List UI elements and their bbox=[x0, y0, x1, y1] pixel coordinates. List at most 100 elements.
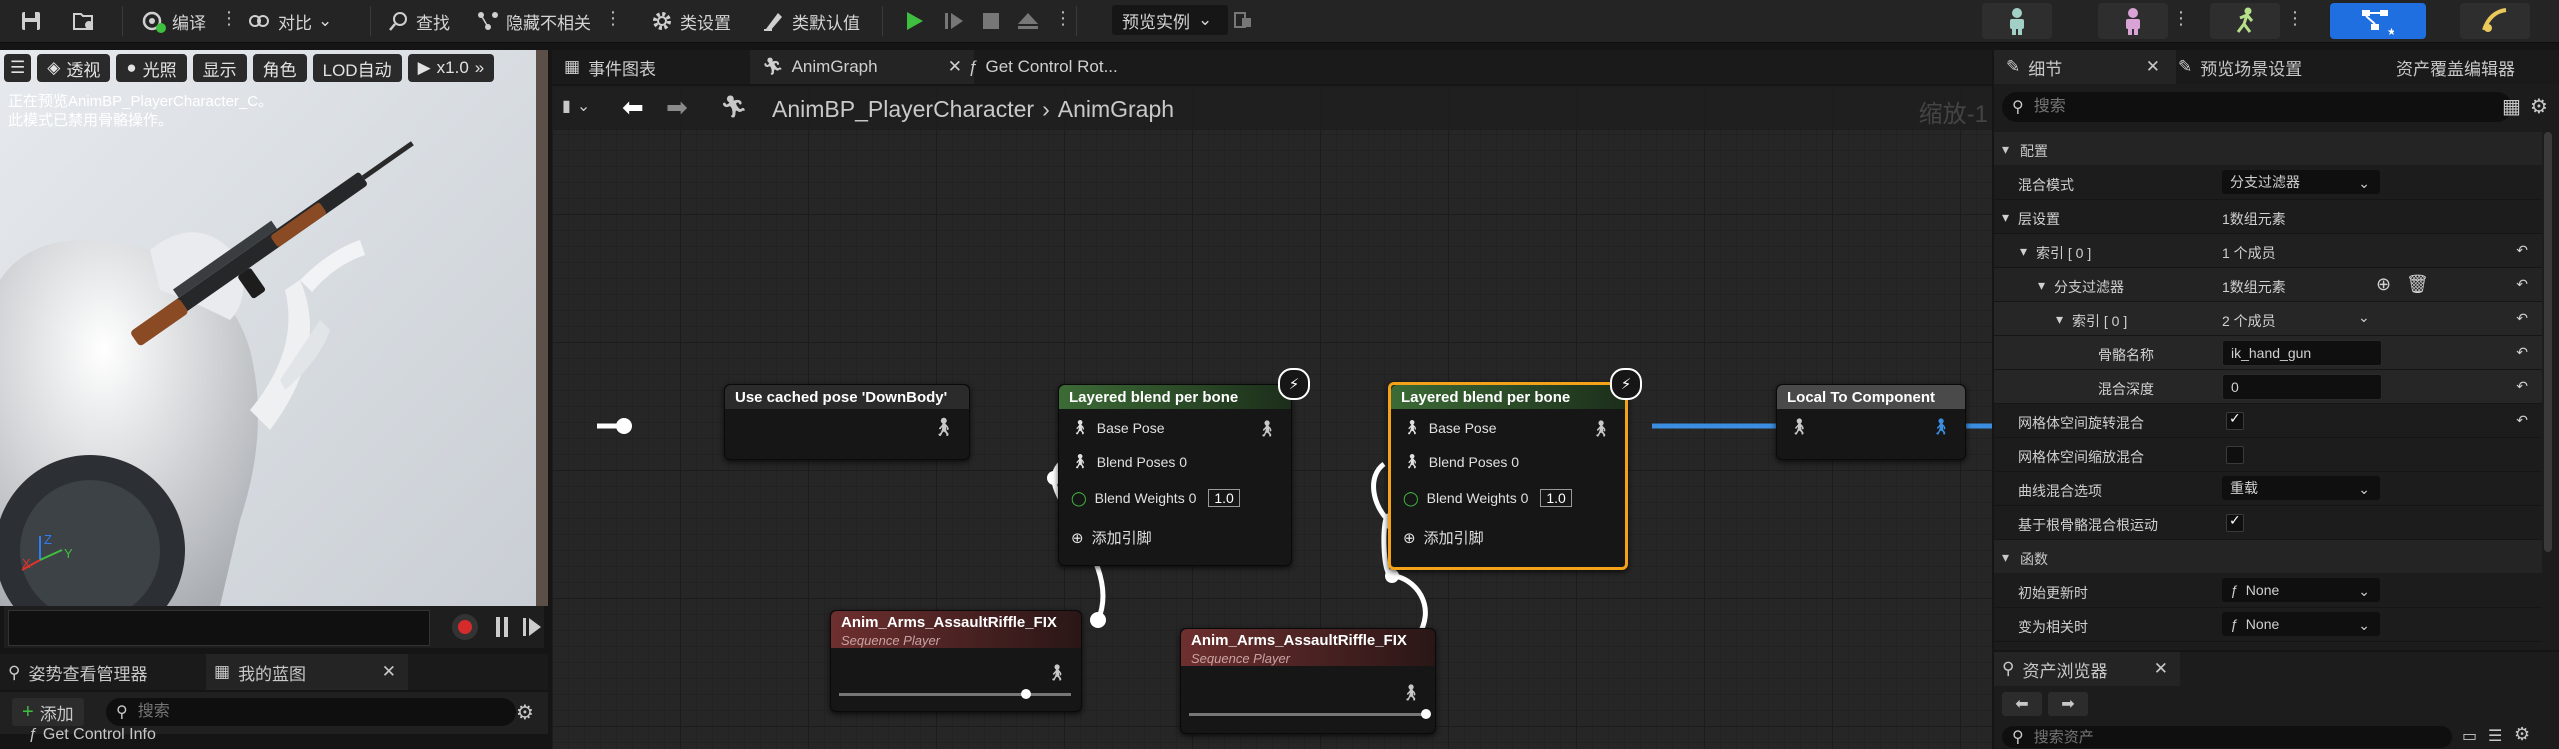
class-settings-button[interactable]: 类设置 bbox=[644, 4, 737, 38]
blueprint-mode-button[interactable]: ★ bbox=[2330, 3, 2426, 39]
step-forward-button[interactable] bbox=[522, 616, 542, 643]
asset-search-field[interactable] bbox=[2031, 727, 2336, 747]
row-layer-setup[interactable]: ▾ 层设置 1数组元素 bbox=[1994, 200, 2542, 234]
breadcrumb-blueprint[interactable]: AnimBP_PlayerCharacter bbox=[772, 96, 1035, 122]
pause-button[interactable] bbox=[494, 616, 510, 643]
find-button[interactable]: 查找 bbox=[382, 4, 456, 38]
filter-icon[interactable]: ☰ bbox=[2488, 728, 2503, 745]
close-icon[interactable]: ✕ bbox=[947, 57, 962, 76]
reset-icon[interactable]: ↶ bbox=[2516, 276, 2528, 292]
blend-poses-pin[interactable]: 🚶︎Blend Poses 0 bbox=[1071, 453, 1187, 470]
close-icon[interactable]: ✕ bbox=[2153, 659, 2168, 678]
tab-get-control-rot[interactable]: ƒ Get Control Rot... bbox=[956, 50, 1130, 84]
folder-icon[interactable]: ▭ bbox=[2462, 728, 2478, 745]
hide-unrelated-button[interactable]: 隐藏不相关 bbox=[470, 4, 597, 38]
output-pose-pin-icon[interactable]: 🚶︎ bbox=[1590, 421, 1611, 438]
row-index-0[interactable]: ▾ 索引 [ 0 ] 1 个成员 ↶ bbox=[1994, 234, 2542, 268]
viewport-menu-button[interactable]: ☰ bbox=[4, 54, 32, 82]
timeline-scrubber[interactable] bbox=[8, 610, 430, 646]
function-list-item[interactable]: ƒ Get Control Info bbox=[28, 728, 156, 742]
lod-button[interactable]: LOD自动 bbox=[312, 54, 402, 82]
debug-filter-button[interactable] bbox=[1226, 4, 1260, 38]
pose-pin-icon[interactable]: 🚶︎ bbox=[932, 417, 955, 437]
blend-mode-dropdown[interactable]: 分支过滤器⌄ bbox=[2222, 170, 2380, 194]
playback-speed-button[interactable]: ▶x1.0» bbox=[407, 54, 495, 82]
tab-pose-watch[interactable]: ⚲ 姿势查看管理器 bbox=[8, 660, 147, 685]
add-button[interactable]: + 添加 bbox=[12, 698, 84, 726]
gear-icon[interactable]: ⚙ bbox=[2530, 96, 2548, 118]
class-defaults-button[interactable]: 类默认值 bbox=[756, 4, 866, 38]
save-button[interactable] bbox=[14, 4, 48, 38]
reset-icon[interactable]: ↶ bbox=[2516, 412, 2528, 428]
show-button[interactable]: 显示 bbox=[192, 54, 247, 82]
blend-depth-input[interactable]: 0 bbox=[2222, 374, 2382, 400]
close-icon[interactable]: ✕ bbox=[2145, 57, 2160, 76]
mesh-scale-checkbox[interactable] bbox=[2226, 446, 2244, 464]
add-element-icon[interactable]: ⊕ bbox=[2376, 274, 2392, 294]
output-pose-pin-icon[interactable]: 🚶︎ bbox=[1256, 421, 1277, 438]
forward-button[interactable]: ➡ bbox=[2048, 692, 2088, 716]
browse-button[interactable] bbox=[66, 4, 102, 38]
tab-anim-graph[interactable]: 🏃︎ AnimGraph ✕ bbox=[750, 50, 974, 84]
root-motion-checkbox[interactable]: ✓ bbox=[2226, 512, 2244, 532]
cached-pose-node[interactable]: Use cached pose 'DownBody' 🚶︎ bbox=[724, 384, 970, 460]
tab-my-blueprint[interactable]: ▦ 我的蓝图 ✕ bbox=[206, 654, 408, 690]
close-icon[interactable]: ✕ bbox=[381, 662, 396, 681]
chevron-down-icon[interactable]: ⌄ bbox=[2358, 309, 2370, 325]
base-pose-pin[interactable]: 🚶︎Base Pose bbox=[1403, 419, 1497, 436]
diff-button[interactable]: 对比 ⌄ bbox=[242, 4, 338, 38]
blend-weight-value[interactable]: 1.0 bbox=[1540, 489, 1572, 507]
layered-blend-node-2[interactable]: Layered blend per bone 🚶︎Base Pose 🚶︎ 🚶︎… bbox=[1388, 382, 1628, 570]
blueprint-search-field[interactable] bbox=[135, 702, 440, 722]
row-index-0b[interactable]: ▾ 索引 [ 0 ] 2 个成员 ⌄ ↶ bbox=[1994, 302, 2542, 336]
record-button[interactable] bbox=[452, 614, 478, 640]
component-pose-pin-icon[interactable]: 🚶︎ bbox=[1930, 419, 1951, 436]
category-functions[interactable]: ▾ 函数 bbox=[1994, 540, 2542, 573]
row-branch-filters[interactable]: ▾ 分支过滤器 1数组元素 ⊕ 🗑︎ ↶ bbox=[1994, 268, 2542, 302]
gear-icon[interactable]: ⚙ bbox=[516, 702, 534, 724]
forward-arrow-icon[interactable]: ➡ bbox=[666, 92, 688, 122]
table-view-icon[interactable]: ▦ bbox=[2502, 96, 2521, 118]
step-frame-button[interactable] bbox=[936, 4, 972, 38]
base-pose-pin[interactable]: 🚶︎Base Pose bbox=[1071, 419, 1165, 436]
reset-icon[interactable]: ↶ bbox=[2516, 378, 2528, 394]
sequence-player-node-1[interactable]: Anim_Arms_AssaultRiffle_FIX Sequence Pla… bbox=[830, 610, 1082, 712]
blueprint-search-input[interactable]: ⚲ bbox=[106, 698, 516, 726]
preview-instance-dropdown[interactable]: 预览实例 ⌄ bbox=[1112, 5, 1228, 35]
details-scrollbar[interactable] bbox=[2544, 132, 2552, 552]
mesh-rot-checkbox[interactable]: ✓ bbox=[2226, 410, 2244, 430]
reset-icon[interactable]: ↶ bbox=[2516, 344, 2528, 360]
asset-search-input[interactable]: ⚲ bbox=[2002, 726, 2452, 748]
blend-poses-pin[interactable]: 🚶︎Blend Poses 0 bbox=[1403, 453, 1519, 470]
output-pose-pin-icon[interactable]: 🚶︎ bbox=[1046, 665, 1067, 682]
compile-options-menu[interactable]: ⋮ bbox=[220, 8, 238, 28]
output-pose-pin-icon[interactable]: 🚶︎ bbox=[1400, 685, 1421, 702]
trash-icon[interactable]: 🗑︎ bbox=[2406, 274, 2429, 294]
bone-name-input[interactable]: ik_hand_gun bbox=[2222, 340, 2382, 366]
animation-mode-button[interactable] bbox=[2210, 3, 2280, 39]
compile-button[interactable]: 编译 bbox=[134, 4, 212, 38]
gear-icon[interactable]: ⚙ bbox=[2514, 724, 2531, 744]
anim-graph-canvas[interactable]: Use cached pose 'DownBody' 🚶︎ Layered bl… bbox=[552, 86, 1992, 749]
tab-details[interactable]: ✎ 细节 ✕ bbox=[1994, 50, 2176, 84]
preview-viewport[interactable]: 正在预览AnimBP_PlayerCharacter_C。 此模式已禁用骨骼操作… bbox=[0, 50, 548, 606]
local-to-component-node[interactable]: Local To Component 🚶︎ 🚶︎ bbox=[1776, 384, 1966, 460]
category-config[interactable]: ▾ 配置 bbox=[1994, 132, 2542, 165]
curve-blend-dropdown[interactable]: 重载⌄ bbox=[2222, 476, 2380, 500]
physics-mode-button[interactable] bbox=[2460, 3, 2530, 39]
stop-button[interactable] bbox=[974, 4, 1008, 38]
animation-mode-menu[interactable]: ⋮ bbox=[2286, 8, 2304, 28]
layered-blend-node-1[interactable]: Layered blend per bone 🚶︎Base Pose 🚶︎ 🚶︎… bbox=[1058, 384, 1292, 566]
character-button[interactable]: 角色 bbox=[252, 54, 307, 82]
perspective-button[interactable]: ◈透视 bbox=[37, 54, 111, 82]
details-search-input[interactable]: ⚲ bbox=[2002, 92, 2512, 122]
skeleton-mode-button[interactable] bbox=[1982, 3, 2052, 39]
mesh-mode-button[interactable] bbox=[2098, 3, 2168, 39]
details-search-field[interactable] bbox=[2031, 97, 2436, 117]
back-button[interactable]: ⬅ bbox=[2002, 692, 2042, 716]
reset-icon[interactable]: ↶ bbox=[2516, 310, 2528, 326]
play-button[interactable] bbox=[896, 4, 932, 38]
